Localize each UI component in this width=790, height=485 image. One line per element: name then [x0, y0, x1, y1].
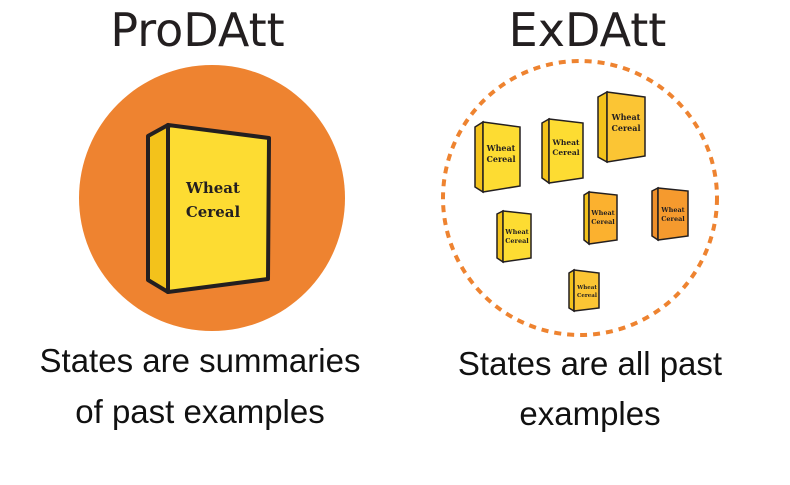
exdatt-box-6-label-line1: Wheat — [504, 228, 528, 236]
exdatt-cereal-box-5: Wheat Cereal — [651, 186, 689, 242]
exdatt-box-1-label-line1: Wheat — [486, 143, 516, 153]
exdatt-cereal-box-7: Wheat Cereal — [568, 268, 600, 313]
exdatt-cereal-box-2: Wheat Cereal — [541, 117, 584, 185]
prodatt-title: ProDAtt — [110, 3, 285, 57]
exdatt-caption-line2: examples — [519, 395, 661, 432]
exdatt-box-4-label-line2: Cereal — [591, 218, 615, 226]
exdatt-cereal-box-4: Wheat Cereal — [583, 190, 618, 246]
exdatt-box-7-label-line2: Cereal — [577, 293, 597, 299]
exdatt-box-5-label-line1: Wheat — [660, 206, 684, 214]
exdatt-box-7-label-line1: Wheat — [576, 285, 597, 291]
prodatt-cereal-box: Wheat Cereal — [146, 123, 271, 294]
prodatt-caption-line2: of past examples — [75, 393, 325, 430]
exdatt-box-2-label-line2: Cereal — [552, 148, 579, 157]
exdatt-box-4-label-line1: Wheat — [590, 209, 614, 217]
exdatt-examples-circle — [441, 59, 719, 337]
exdatt-cereal-box-1: Wheat Cereal — [474, 120, 521, 194]
exdatt-box-3-label-line1: Wheat — [611, 112, 641, 122]
exdatt-caption-line1: States are all past — [457, 345, 723, 382]
exdatt-box-3-label-line2: Cereal — [612, 123, 641, 133]
exdatt-title: ExDAtt — [508, 3, 667, 57]
exdatt-box-6-label-line2: Cereal — [505, 237, 529, 245]
exdatt-cereal-box-3: Wheat Cereal — [597, 90, 646, 164]
exdatt-box-2-label-line1: Wheat — [552, 138, 581, 147]
prodatt-caption-line1: States are summaries — [39, 342, 361, 379]
exdatt-box-5-label-line2: Cereal — [661, 215, 685, 223]
prodatt-box-label-line1: Wheat — [185, 179, 240, 197]
prodatt-box-label-line2: Cereal — [186, 203, 241, 221]
exdatt-cereal-box-6: Wheat Cereal — [496, 209, 532, 264]
exdatt-box-1-label-line2: Cereal — [487, 154, 516, 164]
